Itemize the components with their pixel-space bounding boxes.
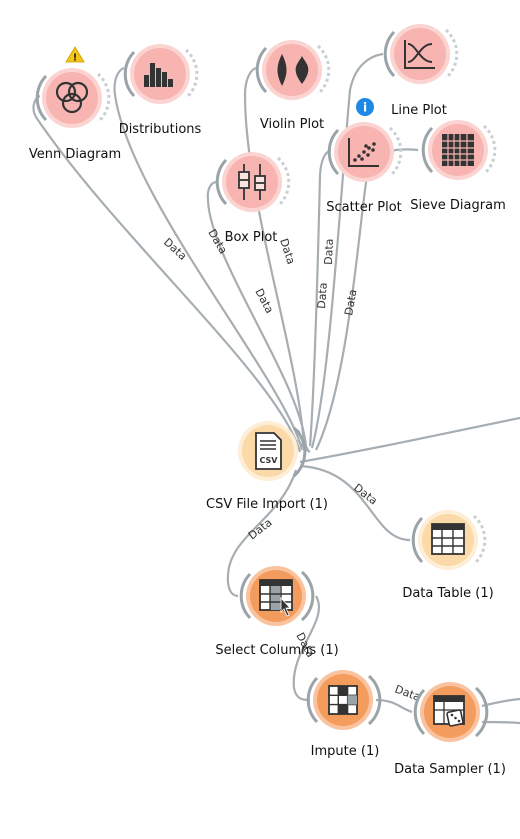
link-sampler-out-b[interactable] — [481, 720, 520, 725]
node-csv-file-import[interactable]: CSV CSV File Import (1) — [206, 421, 328, 512]
node-title: Impute (1) — [311, 744, 380, 759]
node-box-plot[interactable]: Box Plot — [215, 152, 291, 245]
output-arc[interactable] — [184, 48, 199, 100]
input-arc[interactable] — [35, 74, 48, 122]
dice-icon — [433, 695, 465, 727]
link-label-scatter-b: Data — [315, 282, 330, 309]
histogram-icon — [144, 63, 173, 87]
node-title: Line Plot — [391, 103, 447, 118]
node-body — [266, 44, 318, 96]
link-sampler-out-a[interactable] — [481, 697, 520, 708]
node-distributions[interactable]: Distributions — [119, 44, 202, 137]
link-select-impute[interactable] — [292, 595, 320, 702]
csv-file-icon: CSV — [255, 432, 282, 470]
input-arc[interactable] — [327, 128, 340, 176]
venn-icon — [55, 81, 89, 114]
node-title: Venn Diagram — [29, 147, 121, 162]
link-impute-sampler[interactable] — [375, 698, 413, 714]
input-arc[interactable] — [215, 158, 228, 206]
link-label-scatter: Data — [322, 238, 336, 265]
svg-text:CSV: CSV — [260, 456, 279, 465]
node-venn-diagram[interactable]: ! Venn Diagram — [29, 46, 121, 162]
link-csv-right[interactable] — [299, 416, 520, 464]
output-arc[interactable] — [300, 570, 315, 622]
node-title: Select Columns (1) — [215, 643, 338, 658]
table-icon — [431, 523, 465, 555]
link-csv-select[interactable] — [226, 469, 298, 598]
node-title: Scatter Plot — [326, 200, 402, 215]
node-title: CSV File Import (1) — [206, 497, 328, 512]
output-arc[interactable] — [472, 514, 487, 566]
link-label-dist: Data — [252, 286, 276, 315]
output-arc[interactable] — [367, 674, 382, 726]
violin-icon — [277, 54, 309, 86]
output-arc[interactable] — [482, 124, 497, 176]
node-title: Distributions — [119, 122, 202, 137]
input-arc[interactable] — [306, 676, 319, 724]
output-arc[interactable] — [316, 44, 331, 96]
link-csv-scatter[interactable] — [308, 148, 332, 447]
link-csv-box[interactable] — [206, 180, 308, 447]
output-arc[interactable] — [474, 686, 489, 738]
node-title: Violin Plot — [260, 117, 324, 132]
input-arc[interactable] — [255, 46, 268, 94]
select-columns-icon — [259, 579, 293, 617]
input-arc[interactable] — [239, 572, 252, 620]
input-arc[interactable] — [383, 30, 396, 78]
link-csv-distributions[interactable] — [113, 66, 304, 451]
link-csv-venn[interactable] — [32, 94, 302, 453]
output-arc[interactable] — [388, 126, 403, 178]
node-title: Box Plot — [225, 230, 278, 245]
node-title: Data Sampler (1) — [394, 762, 506, 777]
node-body — [226, 156, 278, 208]
node-scatter-plot[interactable]: i Scatter Plot — [326, 98, 403, 215]
link-label-box-b: Data — [277, 237, 297, 266]
link-csv-sieve[interactable] — [315, 148, 419, 451]
link-csv-table[interactable] — [299, 464, 411, 542]
link-label-venn: Data — [161, 236, 189, 263]
node-sieve-diagram[interactable]: Sieve Diagram — [410, 120, 506, 213]
output-arc[interactable] — [292, 426, 307, 478]
input-arc[interactable] — [421, 126, 434, 174]
warning-icon: ! — [65, 46, 85, 64]
link-csv-line[interactable] — [310, 52, 384, 449]
node-select-columns[interactable]: Select Columns (1) — [215, 566, 339, 658]
scatter-plot-icon — [348, 138, 379, 167]
output-arc[interactable] — [96, 72, 111, 124]
node-data-sampler[interactable]: Data Sampler (1) — [394, 682, 506, 777]
link-label-select: Data — [246, 516, 275, 542]
node-violin-plot[interactable]: Violin Plot — [255, 40, 331, 132]
info-icon: i — [356, 98, 374, 116]
box-plot-icon — [238, 164, 266, 200]
input-arc[interactable] — [413, 688, 426, 736]
input-arc[interactable] — [123, 50, 136, 98]
link-label-sieve: Data — [342, 288, 359, 316]
node-title: Data Table (1) — [402, 586, 493, 601]
svg-text:!: ! — [73, 53, 78, 64]
input-arc[interactable] — [411, 516, 424, 564]
line-plot-icon — [404, 40, 435, 69]
output-arc[interactable] — [444, 28, 459, 80]
svg-text:i: i — [363, 101, 367, 115]
node-impute[interactable]: Impute (1) — [306, 670, 382, 759]
node-data-table[interactable]: Data Table (1) — [402, 510, 494, 601]
output-arc[interactable] — [276, 156, 291, 208]
node-line-plot[interactable]: Line Plot — [383, 24, 459, 118]
sieve-icon — [442, 134, 474, 166]
impute-icon — [328, 685, 358, 715]
node-title: Sieve Diagram — [410, 198, 506, 213]
